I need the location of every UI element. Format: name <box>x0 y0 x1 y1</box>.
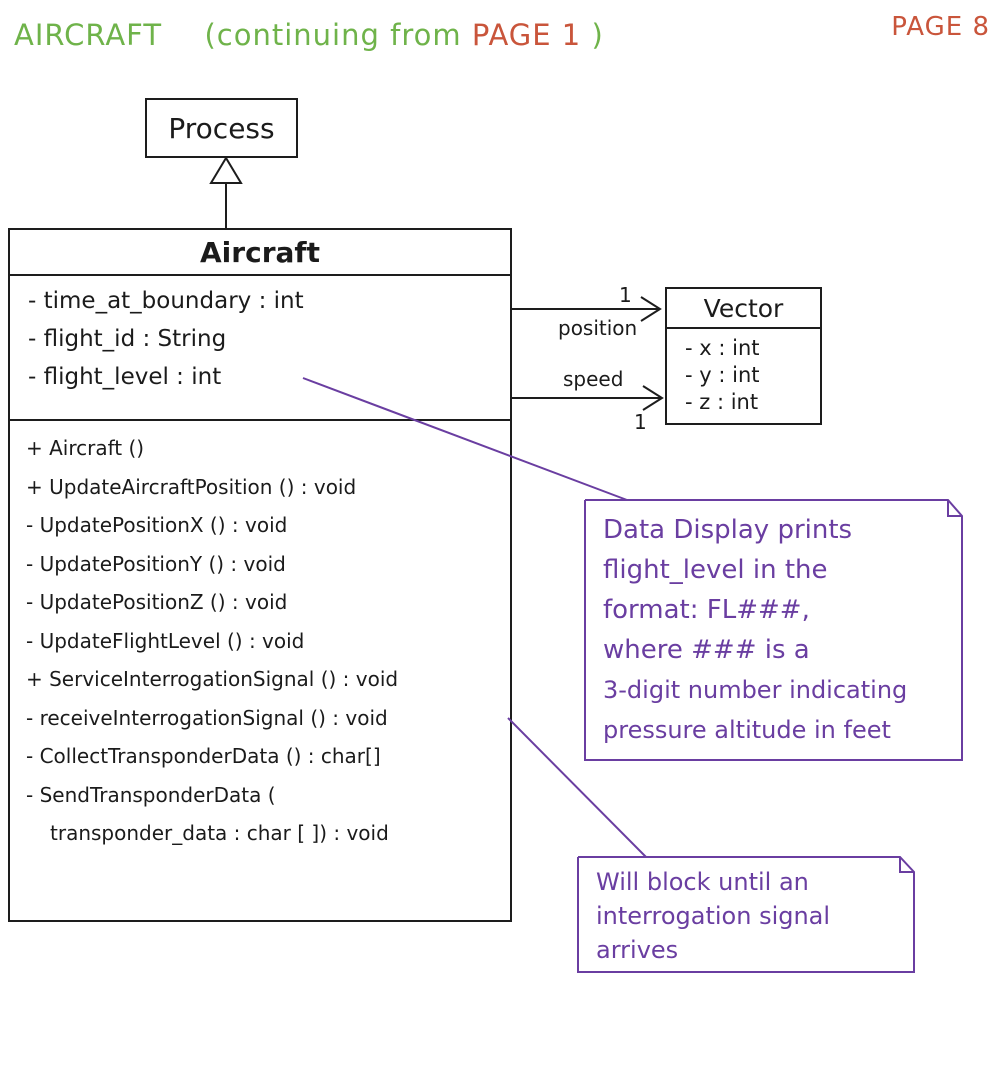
aircraft-attributes-section: - time_at_boundary : int - flight_id : S… <box>10 276 510 421</box>
process-class-label: Process <box>168 111 275 145</box>
association-position-arrowhead <box>640 296 662 322</box>
vector-attribute-x: - x : int <box>685 336 760 360</box>
generalization-arrowhead <box>209 156 243 184</box>
process-class-box: Process <box>145 98 298 158</box>
association-speed-arrowhead <box>642 385 664 411</box>
note-flight-level: Data Display prints flight_level in the … <box>585 500 962 760</box>
relation-position-label: position <box>558 316 638 340</box>
page-number: PAGE 8 <box>891 12 990 42</box>
vector-attribute-z: - z : int <box>685 390 759 414</box>
aircraft-methods-section: + Aircraft () + UpdateAircraftPosition (… <box>10 421 510 853</box>
header-continuing-text: (continuing from <box>204 18 462 52</box>
vector-attribute-y: - y : int <box>685 363 760 387</box>
aircraft-method-update-aircraft-position: + UpdateAircraftPosition () : void <box>26 474 357 499</box>
note-flight-level-line-3: format: FL###, <box>603 595 810 625</box>
note-flight-level-line-5: 3-digit number indicating <box>603 676 908 704</box>
note-blocking-line-1: Will block until an <box>596 868 809 896</box>
note-flight-level-line-1: Data Display prints <box>603 515 853 545</box>
aircraft-method-constructor: + Aircraft () <box>26 436 145 460</box>
aircraft-attribute-time-at-boundary: - time_at_boundary : int <box>28 288 304 314</box>
page-header-title: AIRCRAFT (continuing from PAGE 1 ) <box>14 18 604 52</box>
aircraft-class-box: Aircraft - time_at_boundary : int - flig… <box>8 228 512 922</box>
vector-attributes-section: - x : int - y : int - z : int <box>667 329 820 416</box>
header-page-ref-text: PAGE 1 <box>471 18 582 52</box>
vector-class-title: Vector <box>667 289 820 329</box>
aircraft-attribute-flight-id: - flight_id : String <box>28 326 227 352</box>
header-close-paren-text: ) <box>591 18 604 52</box>
aircraft-method-update-flight-level: - UpdateFlightLevel () : void <box>26 628 305 653</box>
note-flight-level-line-4: where ### is a <box>603 635 810 665</box>
note-flight-level-line-6: pressure altitude in feet <box>603 716 891 744</box>
note-flight-level-line-2: flight_level in the <box>603 555 828 585</box>
aircraft-class-title: Aircraft <box>10 230 510 276</box>
relation-speed-multiplicity: 1 <box>634 410 647 434</box>
note-blocking-line-3: arrives <box>596 936 679 964</box>
aircraft-method-update-position-y: - UpdatePositionY () : void <box>26 551 286 576</box>
aircraft-method-send-transponder-data-param: transponder_data : char [ ]) : void <box>50 821 389 845</box>
aircraft-method-send-transponder-data: - SendTransponderData ( <box>26 782 276 807</box>
aircraft-method-update-position-x: - UpdatePositionX () : void <box>26 513 288 537</box>
relation-position-multiplicity: 1 <box>619 283 632 307</box>
aircraft-method-collect-transponder-data: - CollectTransponderData () : char[] <box>26 744 381 768</box>
aircraft-method-receive-interrogation-signal: - receiveInterrogationSignal () : void <box>26 705 388 730</box>
aircraft-method-update-position-z: - UpdatePositionZ () : void <box>26 590 288 614</box>
note-blocking-line-2: interrogation signal <box>596 902 831 930</box>
relation-speed-label: speed <box>563 367 624 391</box>
vector-class-box: Vector - x : int - y : int - z : int <box>665 287 822 425</box>
note-blocking: Will block until an interrogation signal… <box>578 857 914 972</box>
note-flight-level-text: Data Display prints flight_level in the … <box>585 500 962 760</box>
header-aircraft-text: AIRCRAFT <box>14 18 163 52</box>
aircraft-method-service-interrogation-signal: + ServiceInterrogationSignal () : void <box>26 667 399 691</box>
aircraft-attribute-flight-level: - flight_level : int <box>28 364 222 390</box>
note-blocking-text: Will block until an interrogation signal… <box>578 857 914 972</box>
